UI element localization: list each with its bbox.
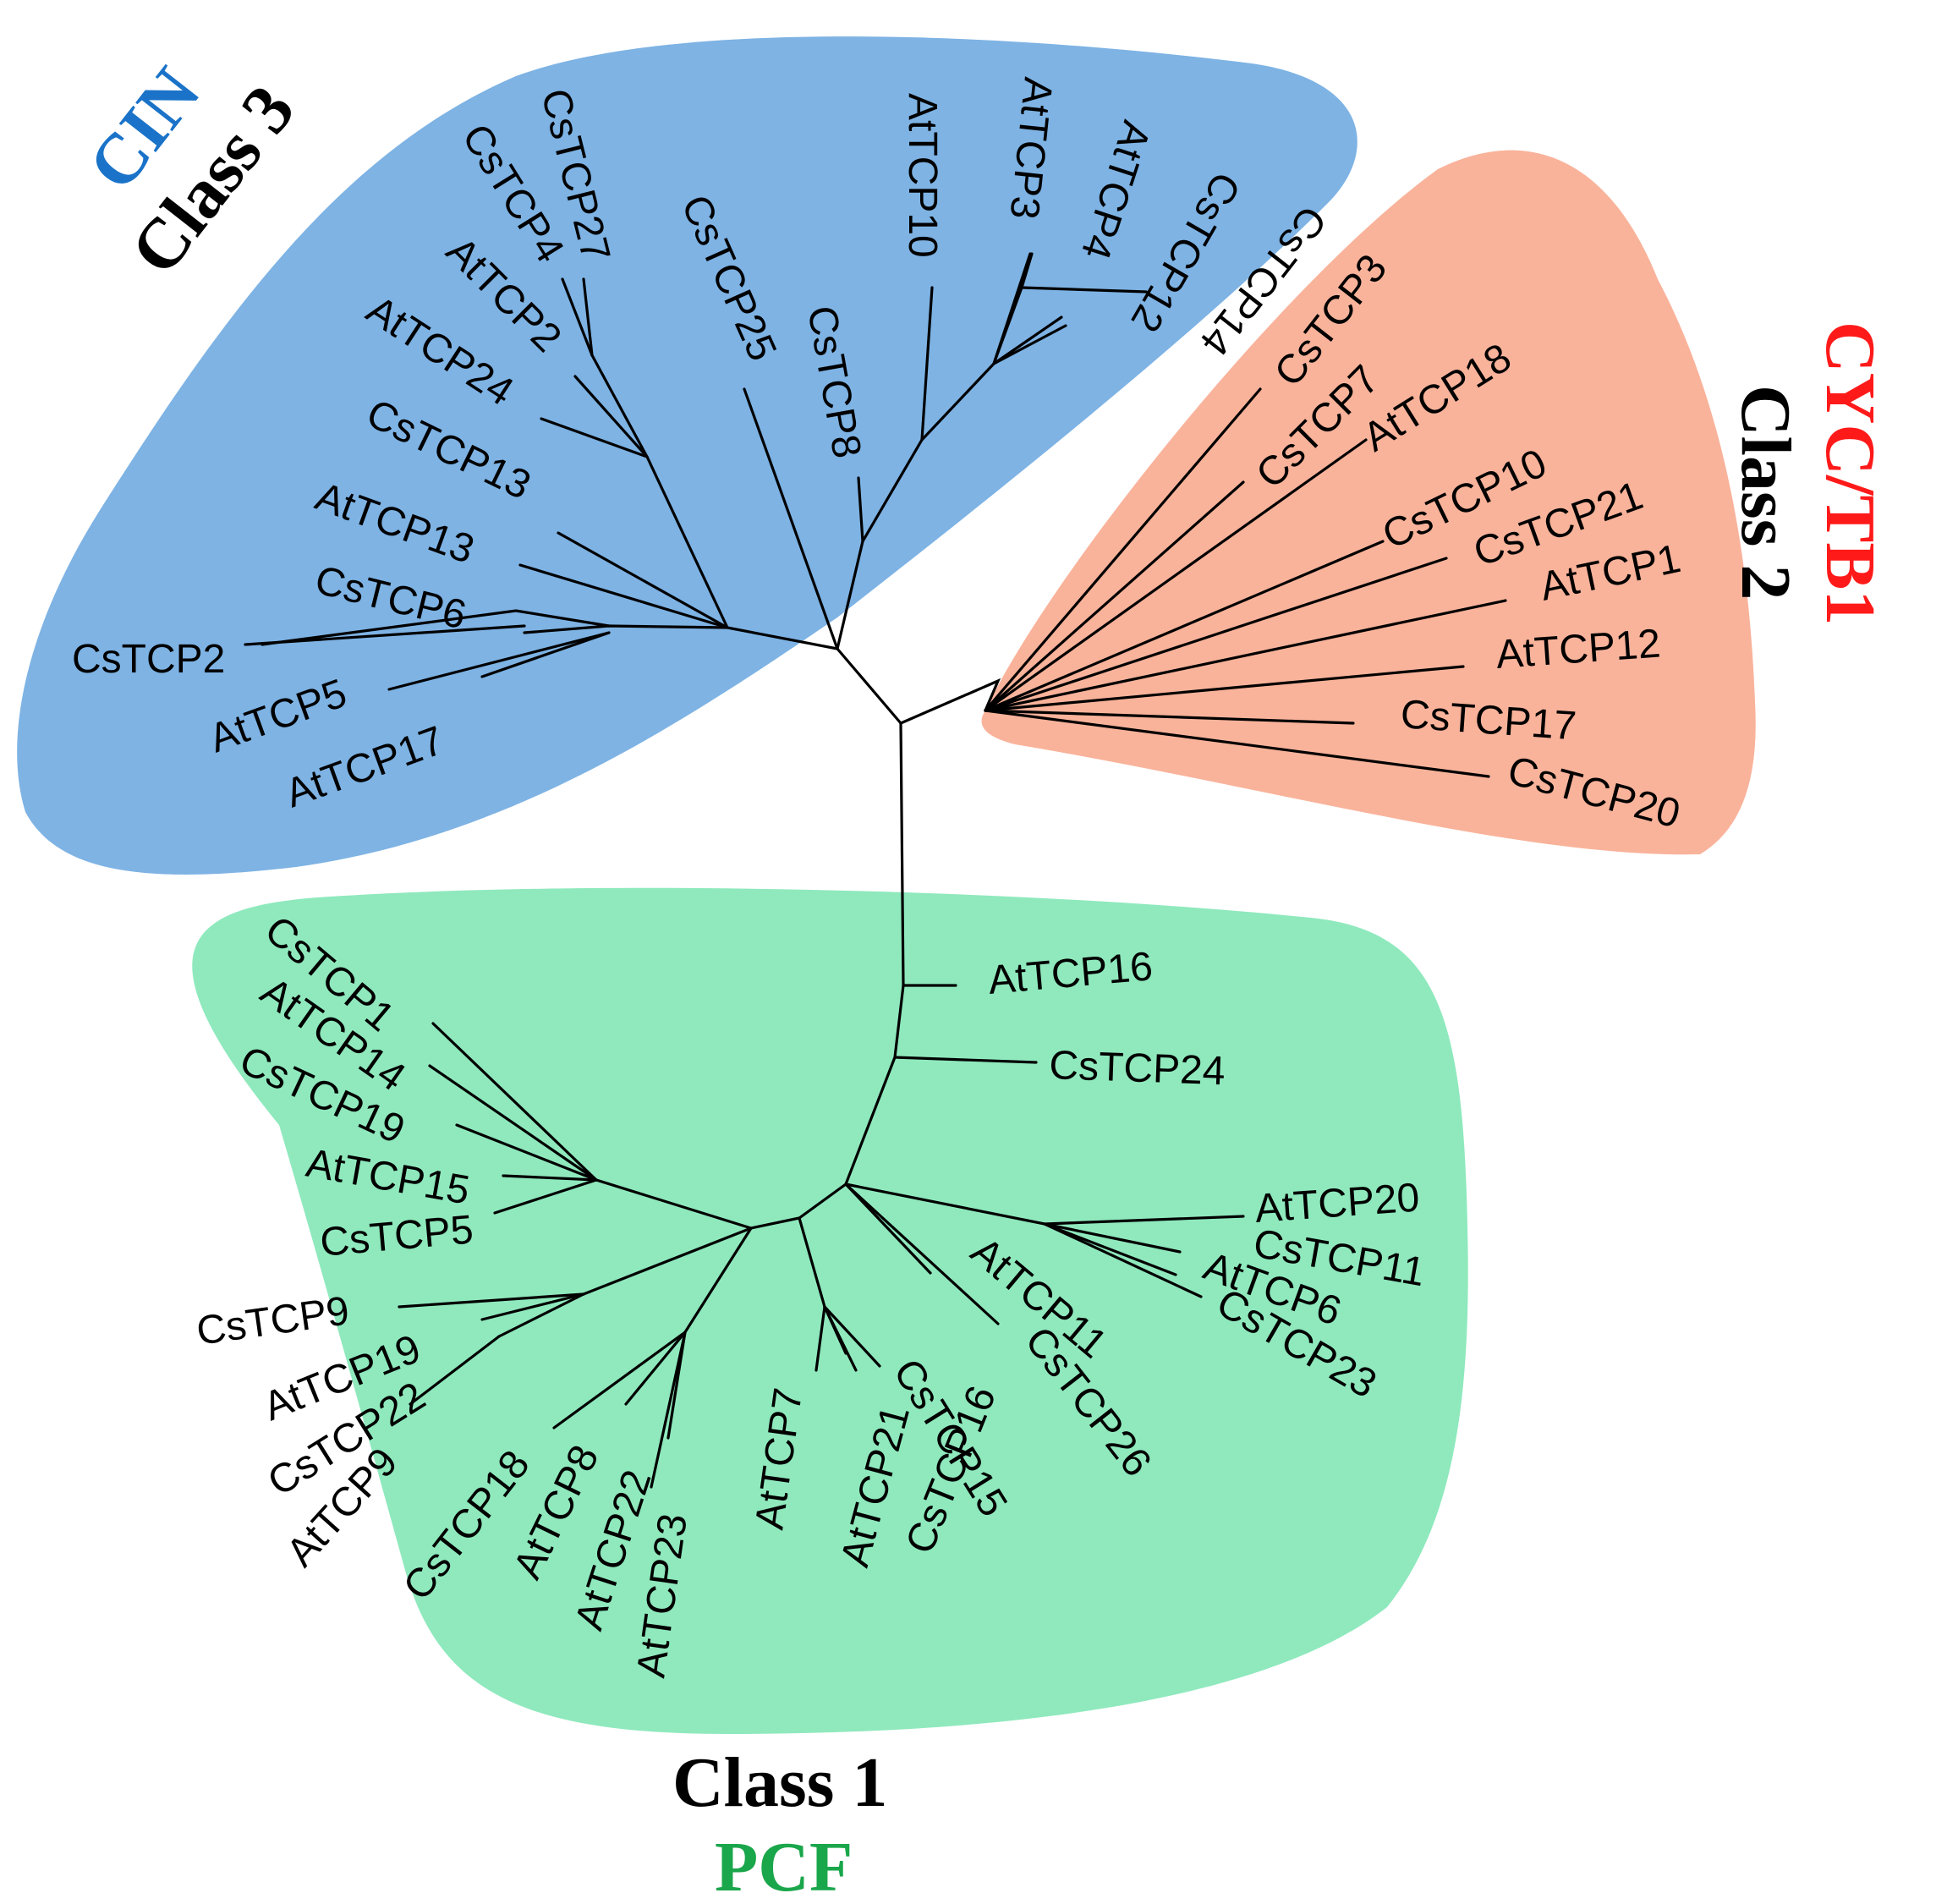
- tree-branches: [244, 252, 1507, 1489]
- class2-label: Class 2: [1726, 385, 1805, 600]
- class3-region: [17, 36, 1357, 875]
- cyc-tb1-label: CYC/TB1: [1811, 321, 1889, 625]
- leaf-label: CsTCP24: [1049, 1043, 1226, 1094]
- class1-label: Class 1: [672, 1743, 887, 1822]
- class2-region: [981, 150, 1756, 855]
- pcf-label: PCF: [715, 1828, 853, 1904]
- leaf-label: AtTCP10: [900, 93, 945, 258]
- leaf-label: CsTCP2: [72, 637, 225, 682]
- leaf-label: CsTCP9: [194, 1288, 352, 1354]
